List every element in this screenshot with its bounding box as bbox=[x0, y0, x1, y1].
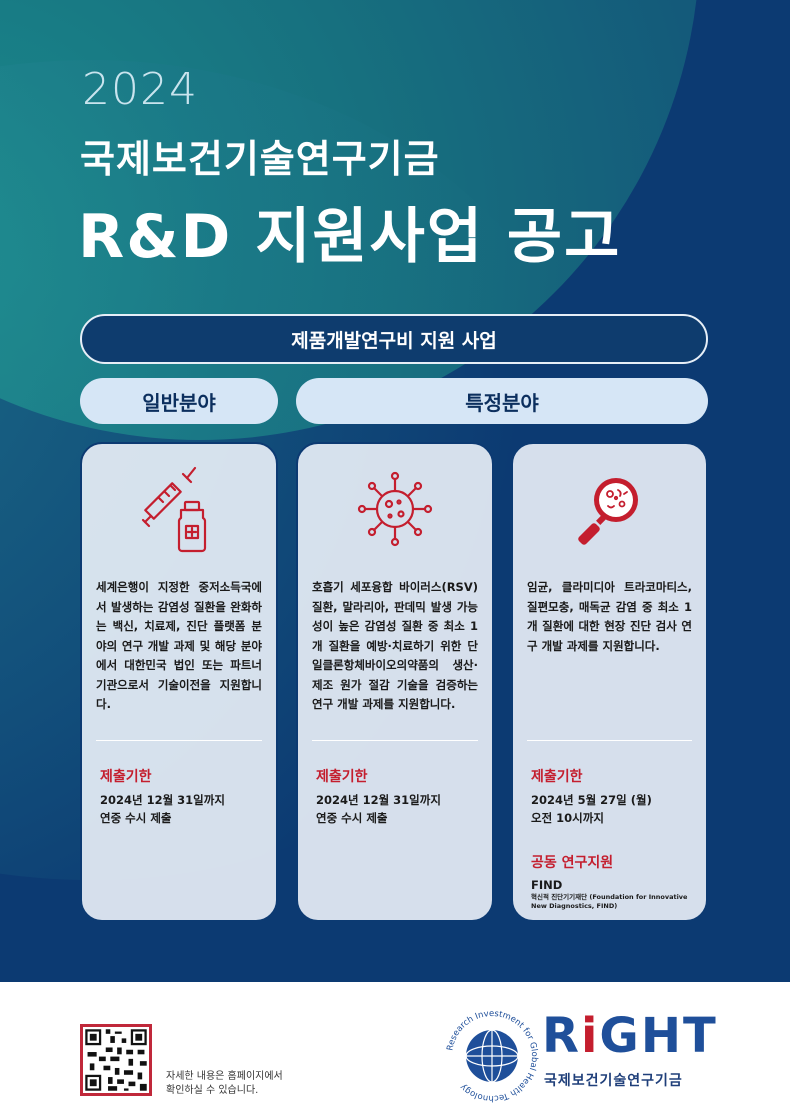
joint-research-label: 공동 연구지원 bbox=[531, 855, 614, 871]
qr-instruction: 자세한 내용은 홈페이지에서 확인하실 수 있습니다. bbox=[166, 1070, 283, 1098]
general-field-label: 일반분야 bbox=[142, 390, 216, 415]
card-divider bbox=[312, 740, 478, 741]
card-description: 임균, 클라미디아 트라코마티스, 질편모충, 매독균 감염 중 최소 1개 질… bbox=[527, 580, 692, 653]
logo-suffix: GHT bbox=[599, 1008, 718, 1064]
logo-prefix: R bbox=[542, 1008, 581, 1064]
specific-field-card-sti: 임균, 클라미디아 트라코마티스, 질편모충, 매독균 감염 중 최소 1개 질… bbox=[511, 442, 708, 922]
partner-description: 혁신적 진단기기재단 (Foundation for Innovative Ne… bbox=[531, 893, 688, 910]
deadline-note: 연중 수시 제출 bbox=[100, 811, 172, 825]
specific-field-card-rsv: 호흡기 세포융합 바이러스(RSV) 질환, 말라리아, 판데믹 발생 가능성이… bbox=[296, 442, 494, 922]
fund-title: 국제보건기술연구기금 bbox=[80, 137, 440, 181]
deadline-label: 제출기한 bbox=[316, 769, 368, 785]
deadline-label: 제출기한 bbox=[100, 769, 152, 785]
deadline-note: 오전 10시까지 bbox=[531, 811, 604, 825]
qr-text-line2: 확인하실 수 있습니다. bbox=[166, 1085, 259, 1096]
specific-field-pill: 특정분야 bbox=[296, 378, 708, 424]
specific-field-label: 특정분야 bbox=[465, 390, 539, 415]
program-label: 제품개발연구비 지원 사업 bbox=[291, 329, 497, 352]
magnifier-bacteria-icon bbox=[577, 478, 638, 545]
deadline-date: 2024년 5월 27일 (월) bbox=[531, 793, 652, 807]
qr-code[interactable] bbox=[80, 1024, 152, 1096]
deadline-date: 2024년 12월 31일까지 bbox=[316, 793, 441, 807]
globe-logo-icon: Research Investment for Global Health Te… bbox=[445, 1009, 539, 1103]
logo-subtitle: 국제보건기술연구기금 bbox=[544, 1073, 683, 1089]
right-fund-logo: RiGHT bbox=[542, 1008, 718, 1064]
card-description: 호흡기 세포융합 바이러스(RSV) 질환, 말라리아, 판데믹 발생 가능성이… bbox=[312, 580, 478, 711]
card-divider bbox=[527, 740, 692, 741]
deadline-note: 연중 수시 제출 bbox=[316, 811, 388, 825]
qr-text-line1: 자세한 내용은 홈페이지에서 bbox=[166, 1071, 283, 1082]
program-banner: 제품개발연구비 지원 사업 bbox=[80, 314, 708, 364]
partner-name: FIND bbox=[531, 878, 563, 892]
year-label: 2024 bbox=[82, 64, 198, 115]
logo-i: i bbox=[580, 1008, 600, 1064]
deadline-label: 제출기한 bbox=[531, 769, 583, 785]
virus-icon bbox=[357, 471, 433, 547]
general-field-pill: 일반분야 bbox=[80, 378, 278, 424]
announcement-title: R&D 지원사업 공고 bbox=[78, 202, 622, 272]
card-divider bbox=[96, 740, 262, 741]
card-description: 세계은행이 지정한 중저소득국에서 발생하는 감염성 질환을 완화하는 백신, … bbox=[96, 580, 262, 711]
general-field-card: 세계은행이 지정한 중저소득국에서 발생하는 감염성 질환을 완화하는 백신, … bbox=[80, 442, 278, 922]
syringe-vial-icon bbox=[141, 466, 207, 553]
deadline-date: 2024년 12월 31일까지 bbox=[100, 793, 225, 807]
